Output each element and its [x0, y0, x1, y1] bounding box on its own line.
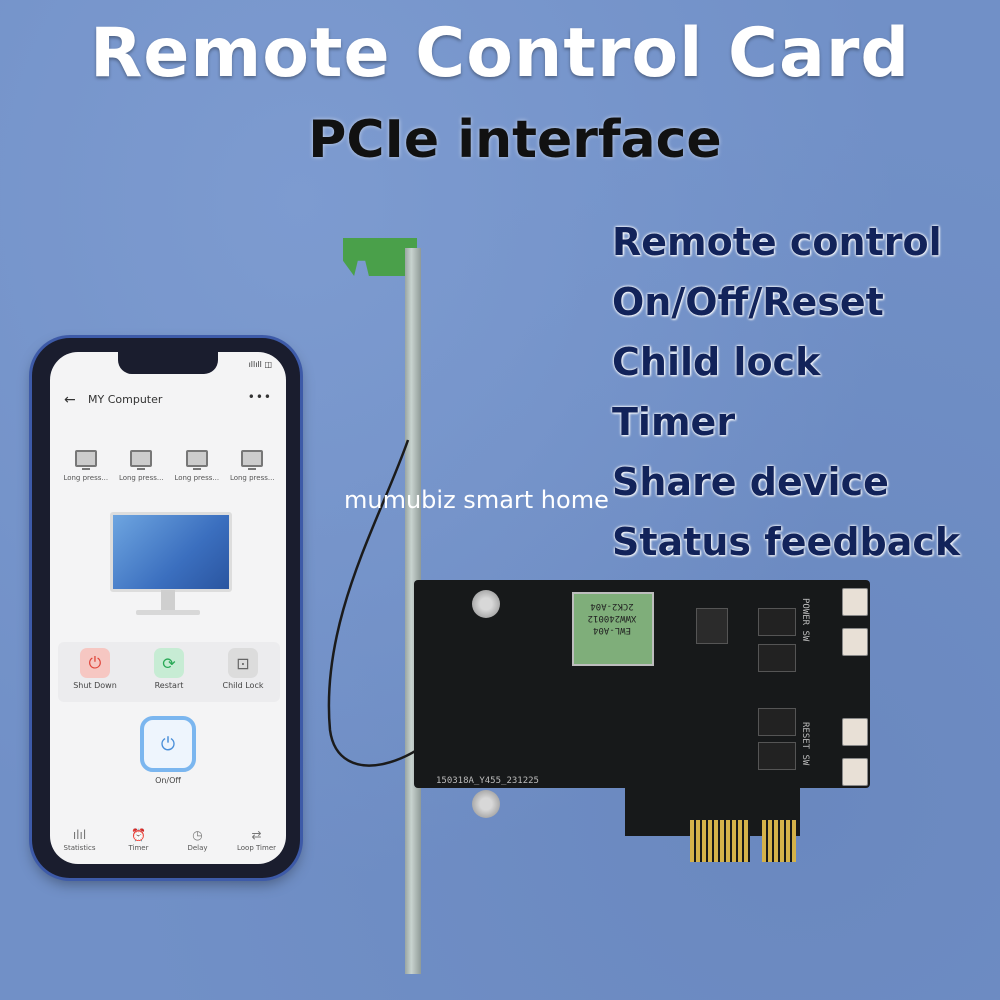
- bracket-tab: [343, 238, 417, 276]
- monitor-icon: [185, 450, 208, 470]
- action-label: Child Lock: [222, 681, 264, 690]
- preset-button[interactable]: Long press...: [225, 450, 281, 482]
- feature-list: Remote control On/Off/Reset Child lock T…: [612, 212, 960, 572]
- preset-label: Long press...: [229, 474, 275, 482]
- pcie-bracket: [405, 248, 421, 974]
- status-icons: ıllıll ◫: [248, 360, 272, 369]
- tab-loop-timer[interactable]: ⇄ Loop Timer: [228, 828, 286, 852]
- on-off-button[interactable]: ⏻: [140, 716, 196, 772]
- tab-label: Delay: [187, 844, 208, 852]
- phone-notch: [118, 352, 218, 374]
- reset-connector: [842, 718, 868, 746]
- preset-label: Long press...: [118, 474, 164, 482]
- action-row: ⏻ Shut Down ⟳ Restart ⊡ Child Lock: [58, 642, 280, 702]
- relay-chip: [758, 742, 796, 770]
- preset-button[interactable]: Long press...: [169, 450, 225, 482]
- feature-item: Status feedback: [612, 520, 961, 564]
- tab-label: Loop Timer: [236, 844, 277, 852]
- restart-button[interactable]: ⟳ Restart: [137, 642, 201, 702]
- push-button: [696, 608, 728, 644]
- on-off-label: On/Off: [155, 776, 181, 785]
- power-connector: [842, 588, 868, 616]
- monitor-stand: [161, 590, 175, 612]
- preset-row: Long press... Long press... Long press..…: [58, 450, 280, 482]
- action-label: Shut Down: [73, 681, 117, 690]
- silk-reset: RESET SW: [800, 722, 810, 766]
- phone: ıllıll ◫ ← MY Computer ••• Long press...…: [32, 338, 300, 878]
- app-bar: ← MY Computer •••: [50, 388, 286, 412]
- shut-down-button[interactable]: ⏻ Shut Down: [63, 642, 127, 702]
- stopwatch-icon: ◷: [192, 828, 203, 842]
- page-subtitle: PCIe interface: [308, 110, 722, 170]
- screw: [472, 590, 500, 618]
- tab-delay[interactable]: ◷ Delay: [169, 828, 227, 852]
- power-connector: [842, 628, 868, 656]
- monitor-icon: [74, 450, 97, 470]
- preset-label: Long press...: [174, 474, 220, 482]
- relay-chip: [758, 708, 796, 736]
- monitor-base: [136, 610, 200, 615]
- child-lock-button[interactable]: ⊡ Child Lock: [211, 642, 275, 702]
- phone-screen: ıllıll ◫ ← MY Computer ••• Long press...…: [50, 352, 286, 864]
- back-arrow-icon[interactable]: ←: [64, 392, 76, 408]
- app-title: MY Computer: [88, 393, 163, 406]
- module-label: EWL-A04 XWW240012 2CK2-A04: [587, 601, 637, 635]
- reset-connector: [842, 758, 868, 786]
- feature-item: Remote control: [612, 220, 942, 264]
- tab-label: Timer: [128, 844, 149, 852]
- more-icon[interactable]: •••: [247, 390, 272, 404]
- loop-icon: ⇄: [251, 828, 262, 842]
- action-label: Restart: [154, 681, 184, 690]
- monitor-icon: [241, 450, 264, 470]
- computer-monitor-icon: [110, 512, 232, 592]
- relay-chip: [758, 644, 796, 672]
- relay-chip: [758, 608, 796, 636]
- gold-fingers: [690, 820, 750, 862]
- tab-timer[interactable]: ⏰ Timer: [110, 828, 168, 852]
- feature-item: Child lock: [612, 340, 821, 384]
- alarm-clock-icon: ⏰: [131, 828, 146, 842]
- page-title: Remote Control Card: [89, 14, 911, 93]
- feature-item: On/Off/Reset: [612, 280, 884, 324]
- lock-icon: ⊡: [228, 648, 258, 678]
- silk-serial: 150318A_Y455_231225: [436, 776, 539, 786]
- feature-item: Timer: [612, 400, 736, 444]
- preset-button[interactable]: Long press...: [114, 450, 170, 482]
- restart-icon: ⟳: [154, 648, 184, 678]
- silk-power: POWER SW: [800, 598, 810, 642]
- statistics-icon: ılıl: [72, 828, 87, 842]
- power-icon: ⏻: [80, 648, 110, 678]
- monitor-icon: [130, 450, 153, 470]
- wifi-module: [572, 592, 654, 666]
- tab-label: Statistics: [63, 844, 96, 852]
- feature-item: Share device: [612, 460, 889, 504]
- screw: [472, 790, 500, 818]
- watermark: mumubiz smart home: [344, 486, 609, 514]
- preset-button[interactable]: Long press...: [58, 450, 114, 482]
- preset-label: Long press...: [63, 474, 109, 482]
- gold-fingers: [762, 820, 796, 862]
